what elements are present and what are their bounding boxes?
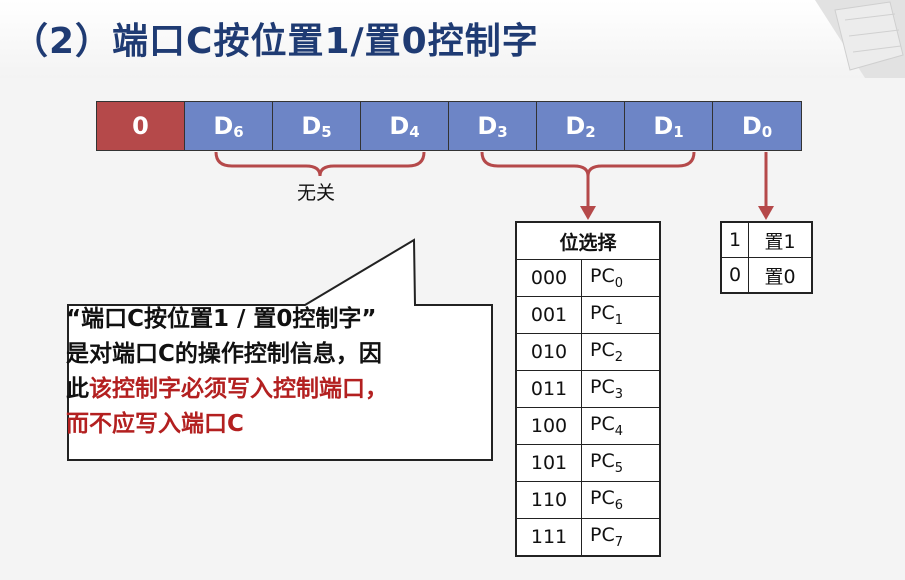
bit-cell-label: D bbox=[477, 112, 498, 140]
pc-bit-cell: PC3 bbox=[581, 370, 661, 408]
bit-cell-label: D bbox=[389, 112, 410, 140]
pc-label: PC bbox=[590, 487, 615, 510]
pc-label: PC bbox=[590, 413, 615, 436]
bit-select-header: 位选择 bbox=[515, 221, 661, 260]
decorative-corner-graphic bbox=[815, 0, 905, 78]
bit-cell-subscript: 6 bbox=[233, 123, 244, 141]
pc-label: PC bbox=[590, 450, 615, 473]
pc-label: PC bbox=[590, 265, 615, 288]
bit-cell-subscript: 4 bbox=[409, 123, 420, 141]
bit-cell-subscript: 5 bbox=[321, 123, 332, 141]
bit-cell-0: 0 bbox=[97, 102, 185, 150]
note-line-3: 此该控制字必须写入控制端口， bbox=[66, 372, 484, 407]
d0-meaning-cell: 置1 bbox=[748, 221, 813, 258]
bit-code-cell: 010 bbox=[515, 333, 582, 371]
pc-bit-cell: PC7 bbox=[581, 518, 661, 557]
bit-cell-label: D bbox=[213, 112, 234, 140]
bit-cell-subscript: 3 bbox=[497, 123, 508, 141]
pc-subscript: 0 bbox=[614, 275, 624, 291]
dont-care-label: 无关 bbox=[297, 182, 336, 204]
pc-label: PC bbox=[590, 339, 615, 362]
slide-title: （2）端口C按位置1/置0控制字 bbox=[12, 21, 539, 62]
pc-bit-cell: PC2 bbox=[581, 333, 661, 371]
pc-subscript: 6 bbox=[614, 497, 624, 513]
pc-label: PC bbox=[590, 524, 615, 547]
d0-value-cell: 0 bbox=[720, 257, 749, 294]
pc-subscript: 4 bbox=[614, 423, 624, 439]
bit-cell-label: D bbox=[741, 112, 762, 140]
pc-bit-cell: PC6 bbox=[581, 481, 661, 519]
bit-code-cell: 100 bbox=[515, 407, 582, 445]
pc-bit-cell: PC4 bbox=[581, 407, 661, 445]
note-line-4: 而不应写入端口C bbox=[66, 411, 244, 437]
pc-bit-cell: PC5 bbox=[581, 444, 661, 482]
arrowhead-select bbox=[580, 206, 596, 220]
bit-code-cell: 110 bbox=[515, 481, 582, 519]
bit-code-cell: 011 bbox=[515, 370, 582, 408]
bit-cell-subscript: 0 bbox=[761, 123, 773, 141]
bit-code-cell: 101 bbox=[515, 444, 582, 482]
bit-code-cell: 000 bbox=[515, 259, 582, 297]
bit-cell-label: D bbox=[565, 112, 586, 140]
bit-cell-label: 0 bbox=[132, 112, 149, 140]
pc-bit-cell: PC1 bbox=[581, 296, 661, 334]
pc-subscript: 2 bbox=[614, 349, 624, 365]
d0-value-cell: 1 bbox=[720, 221, 749, 258]
callout-note: “端口C按位置1 / 置0控制字” 是对端口C的操作控制信息，因 此该控制字必须… bbox=[66, 302, 484, 442]
pc-label: PC bbox=[590, 302, 615, 325]
pc-subscript: 5 bbox=[614, 460, 624, 476]
note-line-2: 是对端口C的操作控制信息，因 bbox=[66, 341, 382, 367]
bit-code-cell: 111 bbox=[515, 518, 582, 557]
bit-cell-label: D bbox=[653, 112, 674, 140]
pc-bit-cell: PC0 bbox=[581, 259, 661, 297]
bit-code-cell: 001 bbox=[515, 296, 582, 334]
note-line-1: “端口C按位置1 / 置0控制字” bbox=[66, 306, 377, 332]
pc-subscript: 3 bbox=[614, 386, 624, 402]
pc-subscript: 1 bbox=[614, 312, 624, 328]
pc-subscript: 7 bbox=[614, 534, 624, 550]
pc-label: PC bbox=[590, 376, 615, 399]
title-bar: （2）端口C按位置1/置0控制字 bbox=[0, 0, 905, 78]
bit-cell-subscript: 1 bbox=[673, 123, 684, 141]
d0-meaning-cell: 置0 bbox=[748, 257, 813, 294]
brace-d6-d4 bbox=[214, 151, 426, 177]
note-line-3-red: 该控制字必须写入控制端口， bbox=[89, 376, 388, 402]
callout-bubble bbox=[67, 238, 493, 461]
note-line-3-black: 此 bbox=[66, 376, 89, 402]
bit-cell-subscript: 2 bbox=[585, 123, 596, 141]
arrowhead-d0 bbox=[758, 206, 774, 220]
bit-cell-label: D bbox=[301, 112, 322, 140]
